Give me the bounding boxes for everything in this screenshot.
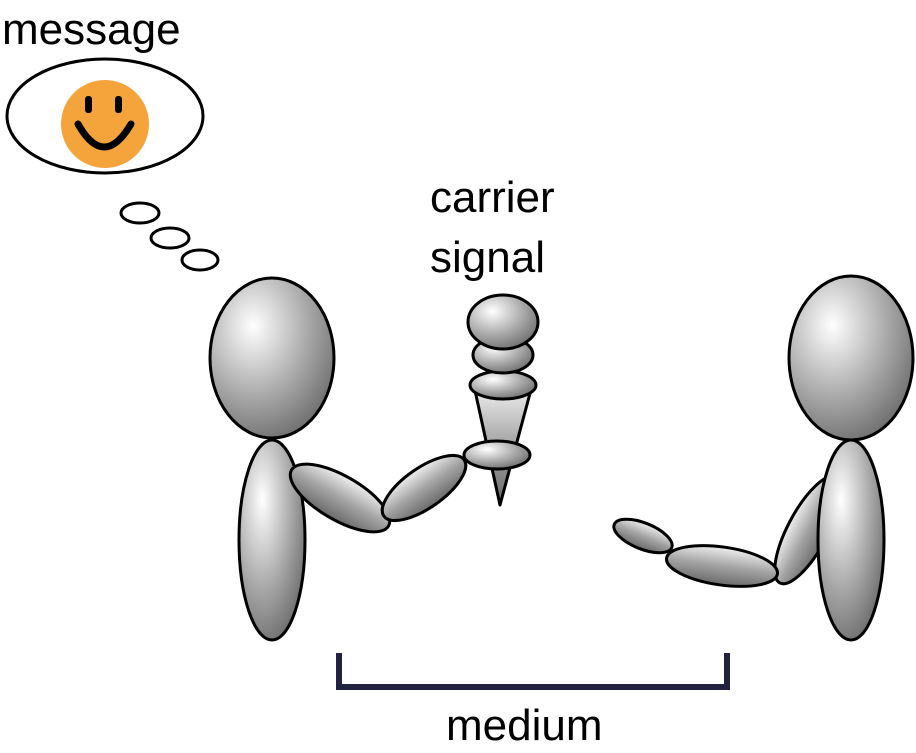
receiver-figure (612, 274, 915, 642)
medium-label: medium (446, 701, 603, 750)
carrier-label-line2: signal (430, 233, 545, 282)
smiley-icon (61, 80, 149, 168)
medium-bracket (336, 653, 730, 690)
message-label: message (2, 5, 181, 54)
carrier-label-line1: carrier (430, 173, 555, 222)
microphone-icon (462, 293, 540, 507)
sender-figure (208, 276, 468, 642)
